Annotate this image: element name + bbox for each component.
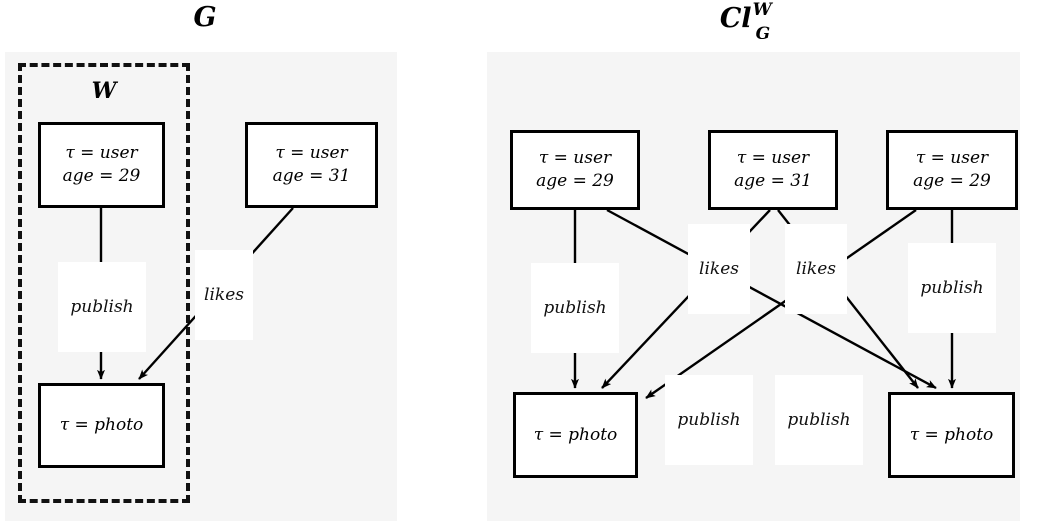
edge-label-c-likes-2: likes	[785, 224, 847, 314]
node-c-photo-a: τ = photo	[513, 392, 638, 478]
node-line-type: τ = photo	[59, 415, 144, 436]
node-line-type: τ = photo	[909, 424, 994, 445]
node-c-user-29-a: τ = user age = 29	[510, 130, 640, 210]
right-panel-title-subscript: G	[755, 24, 771, 45]
node-line-type: τ = user	[915, 148, 989, 169]
node-line-type: τ = user	[736, 148, 810, 169]
edge-label-c-publish-3: publish	[665, 375, 753, 465]
edge-label-g-publish: publish	[58, 262, 146, 352]
node-line-age: age = 29	[62, 166, 141, 186]
node-g-user-31: τ = user age = 31	[245, 122, 378, 208]
right-panel-title-base: Cl	[719, 3, 752, 34]
node-c-photo-b: τ = photo	[888, 392, 1015, 478]
node-c-user-31: τ = user age = 31	[708, 130, 838, 210]
node-line-age: age = 31	[272, 166, 351, 186]
node-line-age: age = 29	[913, 171, 991, 191]
node-line-type: τ = user	[538, 148, 612, 169]
right-panel-title-superscript: W	[752, 0, 772, 20]
node-line-type: τ = photo	[533, 424, 618, 445]
right-panel-title: ClWG	[480, 0, 1025, 44]
edge-label-g-likes: likes	[195, 250, 253, 340]
edge-label-c-publish-1: publish	[531, 263, 619, 353]
region-w-label: W	[91, 78, 117, 104]
left-panel-title: G	[193, 2, 217, 33]
node-c-user-29-b: τ = user age = 29	[886, 130, 1018, 210]
node-g-user-29: τ = user age = 29	[38, 122, 165, 208]
node-g-photo: τ = photo	[38, 383, 165, 468]
edge-label-c-publish-4: publish	[775, 375, 863, 465]
node-line-age: age = 31	[734, 171, 812, 191]
node-line-type: τ = user	[275, 143, 348, 164]
node-line-type: τ = user	[65, 143, 138, 164]
node-line-age: age = 29	[536, 171, 614, 191]
edge-label-c-likes-1: likes	[688, 224, 750, 314]
edge-label-c-publish-2: publish	[908, 243, 996, 333]
